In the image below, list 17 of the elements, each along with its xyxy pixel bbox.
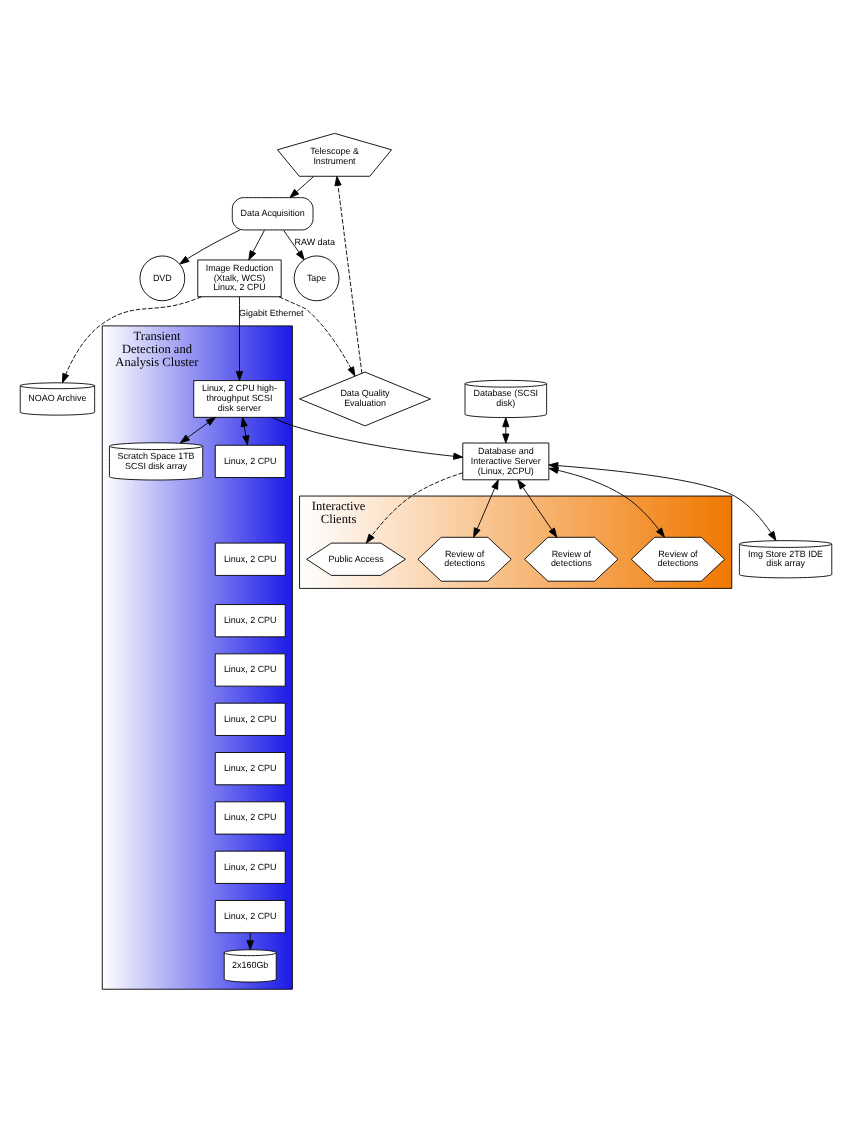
arrow	[271, 416, 464, 460]
arrow	[240, 416, 250, 446]
arrow	[246, 932, 254, 951]
arrow	[62, 296, 202, 384]
arrow	[473, 479, 499, 538]
arrow	[179, 229, 241, 265]
arrow	[235, 296, 244, 381]
arrow	[334, 176, 363, 374]
arrow	[548, 466, 665, 538]
arrow	[548, 462, 777, 541]
arrow	[289, 176, 315, 199]
arrow	[180, 416, 216, 444]
arrow	[365, 472, 464, 544]
arrow	[278, 296, 356, 377]
arrow	[517, 479, 558, 538]
arrow	[283, 229, 305, 261]
arrow	[248, 229, 265, 261]
